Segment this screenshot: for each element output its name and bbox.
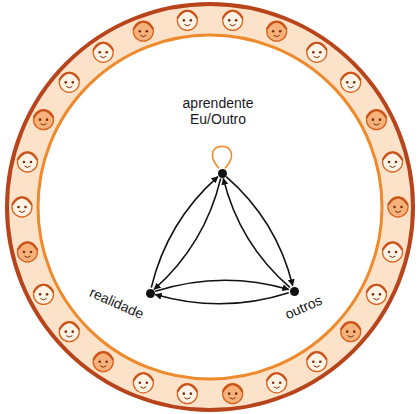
face-sketch: [267, 373, 287, 393]
vertex-dot: aprendente Eu/Outro: [218, 169, 227, 178]
face-sketch: [341, 322, 361, 342]
vertex-dot: realidade: [146, 289, 155, 298]
face-sketch: [307, 352, 327, 372]
face-sketch: [34, 284, 54, 304]
face-sketch: [17, 152, 37, 172]
face-sketch: [383, 152, 403, 172]
self-loop: [212, 146, 231, 168]
face-sketch: [177, 384, 197, 404]
face-sketch: [267, 21, 287, 41]
face-sketch: [93, 42, 113, 62]
face-sketch: [133, 373, 153, 393]
arrow-curve: [155, 293, 288, 304]
faces-band: [12, 10, 408, 403]
face-sketch: [93, 352, 113, 372]
face-sketch: [223, 10, 243, 30]
face-sketch: [223, 384, 243, 404]
face-sketch: [383, 242, 403, 262]
arrow-curve: [151, 177, 218, 288]
face-sketch: [17, 242, 37, 262]
face-sketch: [388, 197, 408, 217]
vertex-label: aprendente Eu/Outro: [176, 95, 261, 127]
arrow-curve: [226, 177, 293, 286]
vertex-label: realidade: [87, 283, 146, 321]
face-sketch: [307, 42, 327, 62]
face-sketch: [12, 197, 32, 217]
face-sketch: [133, 21, 153, 41]
face-sketch: [341, 72, 361, 92]
face-sketch: [34, 110, 54, 130]
vertex-label: outros: [282, 291, 324, 321]
face-sketch: [177, 10, 197, 30]
face-sketch: [366, 110, 386, 130]
arrow-curve: [155, 280, 288, 291]
arrow-curve: [154, 178, 221, 289]
vertex-dot: outros: [290, 287, 299, 296]
face-sketch: [366, 284, 386, 304]
face-sketch: [59, 72, 79, 92]
arrow-curve: [223, 178, 290, 287]
face-sketch: [59, 322, 79, 342]
